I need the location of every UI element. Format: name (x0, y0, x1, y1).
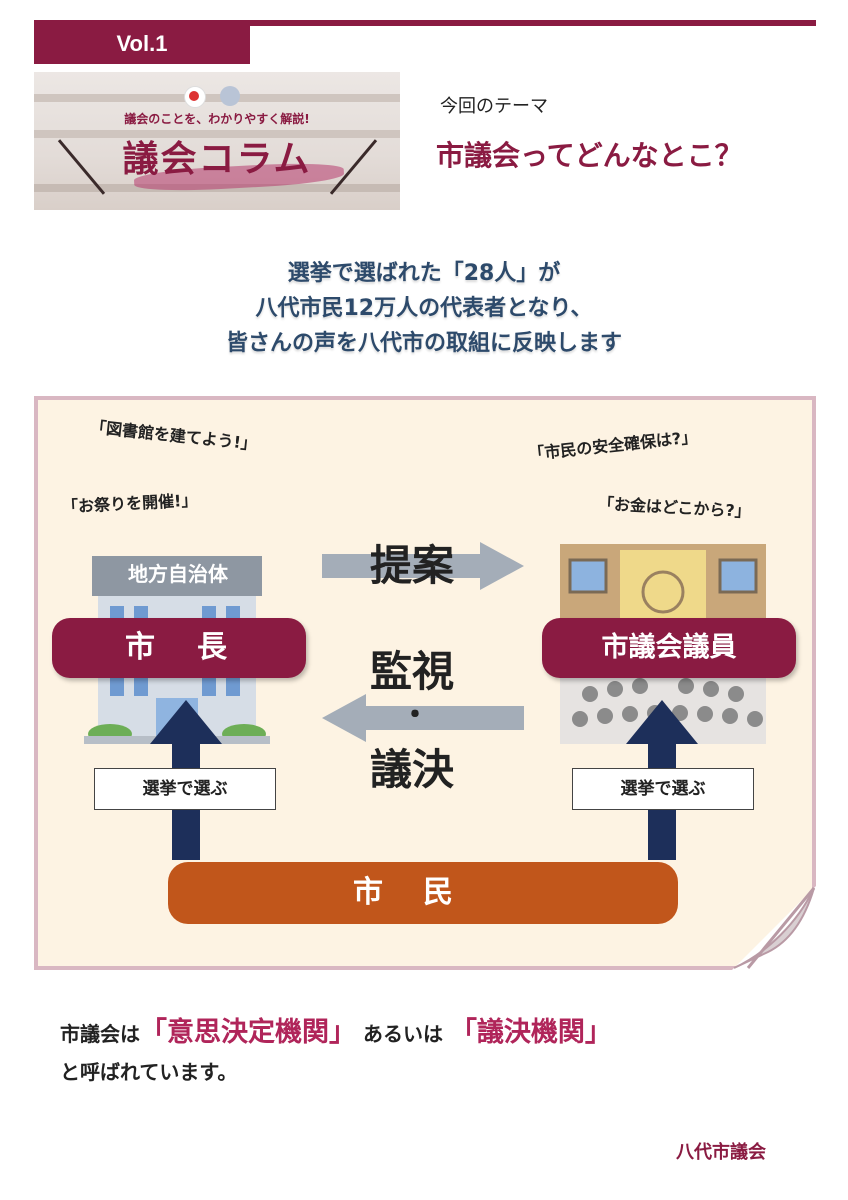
banner-title: 議会コラム (122, 139, 312, 180)
verb-dot: ・ (400, 698, 430, 733)
arrow-left-icon (322, 694, 524, 742)
conclusion-part2: あるいは (356, 1022, 450, 1046)
column-banner: 議会のことを、わかりやすく解説! 議会コラム (34, 72, 400, 210)
conclusion-highlight-2: 「議決機関」 (449, 1017, 612, 1048)
building-sign: 地方自治体 (128, 562, 228, 586)
theme-title: 市議会ってどんなとこ？ (436, 139, 743, 172)
mayor-pill: 市 長 (52, 618, 306, 678)
conclusion-line2: と呼ばれています。 (60, 1060, 238, 1084)
page-curl-icon (728, 882, 820, 974)
conclusion-highlight-1: 「意思決定機関」 (140, 1017, 356, 1048)
lead-line: 八代市民12万人の代表者となり、 (255, 296, 593, 321)
lead-line: 皆さんの声を八代市の取組に反映します (225, 331, 622, 356)
council-member-pill: 市議会議員 (542, 618, 796, 678)
theme-label: 今回のテーマ (440, 96, 548, 117)
verb-propose: 提案 (370, 541, 455, 590)
elect-label-left: 選挙で選ぶ (94, 768, 276, 810)
footer-publisher: 八代市議会 (676, 1142, 766, 1163)
conclusion-part1: 市議会は (60, 1022, 140, 1046)
verb-decide: 議決 (370, 745, 455, 794)
lead-text: 選挙で選ばれた「28人」が 八代市民12万人の代表者となり、 皆さんの声を八代市… (0, 256, 848, 361)
elect-label-right: 選挙で選ぶ (572, 768, 754, 810)
volume-badge: Vol.1 (34, 24, 250, 64)
citizens-bar: 市民 (168, 862, 678, 924)
verb-monitor: 監視 (370, 647, 455, 696)
conclusion-text: 市議会は「意思決定機関」 あるいは 「議決機関」 と呼ばれています。 (60, 1014, 612, 1091)
flag-icon (184, 86, 206, 108)
header-rule (34, 20, 816, 26)
lead-line: 選挙で選ばれた「28人」が (287, 261, 561, 286)
banner-subtitle: 議会のことを、わかりやすく解説! (124, 112, 310, 126)
emblem-icon (220, 86, 240, 106)
arrow-right-icon (322, 542, 524, 590)
